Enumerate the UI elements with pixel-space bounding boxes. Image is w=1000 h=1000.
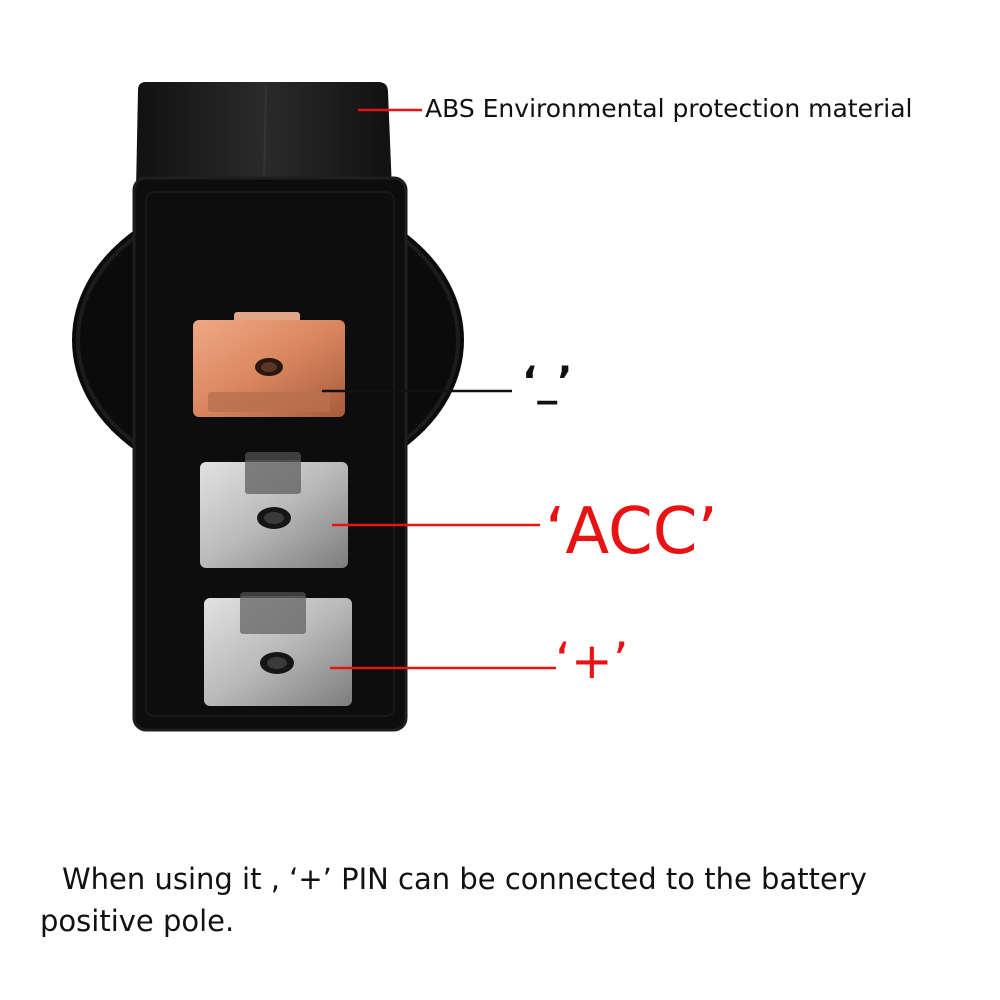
material-callout-label: ABS Environmental protection material — [425, 94, 913, 123]
pin-minus-callout-label: ‘_’ — [522, 359, 573, 405]
usage-caption: When using it , ‘+’ PIN can be connected… — [40, 858, 940, 942]
terminal-acc — [200, 452, 348, 568]
caption-line-1: When using it , ‘+’ PIN can be connected… — [62, 862, 867, 896]
caption-line-2: positive pole. — [40, 904, 235, 938]
terminal-minus — [193, 312, 345, 417]
terminal-plus — [204, 592, 352, 706]
pin-acc-callout-label: ‘ACC’ — [545, 495, 718, 569]
pin-plus-callout-label: ‘+’ — [555, 632, 629, 690]
